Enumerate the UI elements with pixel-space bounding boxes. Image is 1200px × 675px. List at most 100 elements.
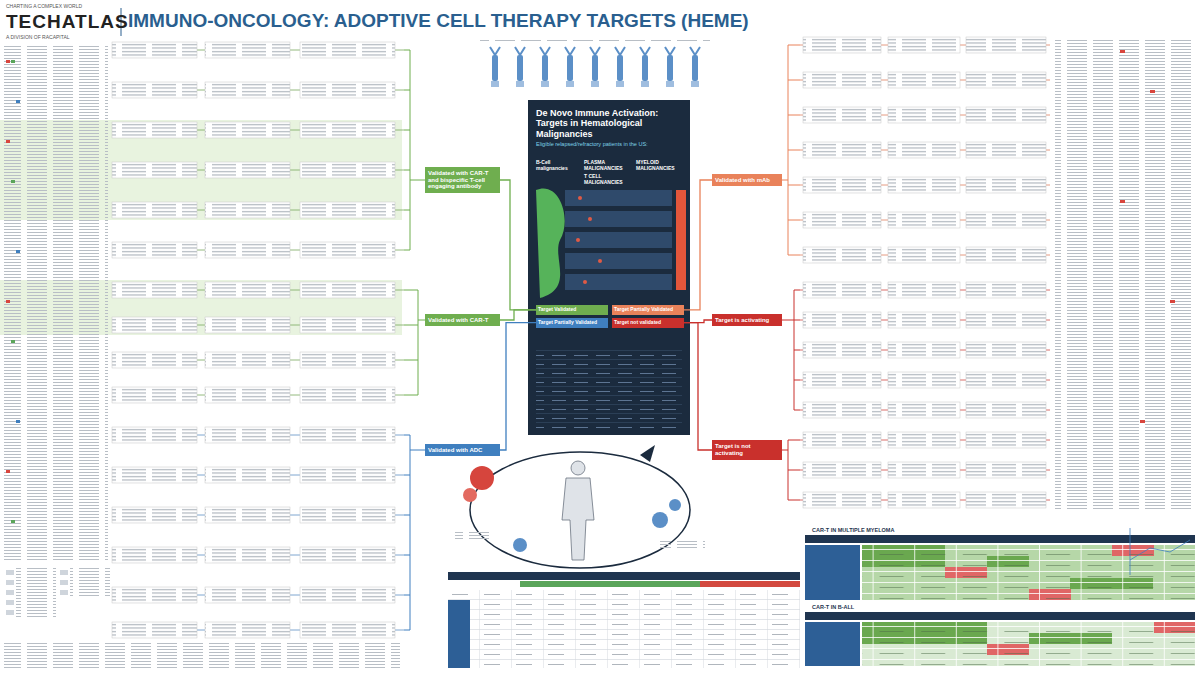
category-box: Target is not activating — [712, 440, 782, 460]
node-heading: Validated with CAR-T — [428, 317, 497, 324]
decoration — [6, 470, 10, 473]
decoration — [1120, 50, 1125, 53]
decoration — [565, 253, 672, 269]
decoration — [800, 72, 1050, 88]
decoration — [800, 107, 1050, 123]
legend-box: Target Validated — [536, 305, 608, 315]
decoration — [6, 60, 10, 63]
panel-label: PLASMA MALIGNANCIES — [584, 160, 632, 172]
brand-sub: A DIVISION OF RACAPITAL — [6, 35, 70, 41]
decoration — [404, 50, 425, 250]
panel-label: T CELL MALIGNANCIES — [584, 174, 632, 186]
connector — [500, 310, 536, 320]
decoration — [112, 242, 404, 258]
decoration — [470, 452, 690, 568]
decoration — [16, 250, 20, 253]
decoration — [571, 461, 585, 475]
decoration — [448, 600, 470, 668]
decoration — [515, 47, 525, 87]
decoration — [800, 342, 1050, 358]
decoration — [6, 580, 14, 585]
decoration — [782, 440, 800, 500]
decoration — [1120, 200, 1125, 203]
decoration — [1055, 40, 1195, 510]
legend-box: Target Partially Validated — [536, 318, 608, 328]
decoration — [463, 488, 477, 502]
decoration — [112, 467, 404, 483]
decoration — [1140, 420, 1145, 423]
table-title: CAR-T IN MULTIPLE MYELOMA — [812, 527, 894, 533]
decoration — [565, 274, 672, 290]
connector — [500, 323, 536, 450]
decoration — [490, 47, 500, 87]
decoration — [528, 100, 690, 435]
decoration — [862, 545, 1195, 600]
decoration — [652, 512, 668, 528]
decoration — [112, 42, 404, 58]
decoration — [448, 590, 800, 668]
decoration — [112, 427, 404, 443]
decoration — [800, 432, 1050, 448]
node-heading: Target is not activating — [715, 443, 779, 457]
decoration — [16, 568, 56, 618]
decoration — [665, 47, 675, 87]
node-heading: Target is activating — [715, 317, 779, 324]
decoration — [565, 190, 672, 206]
decoration — [805, 612, 1195, 620]
decoration — [1120, 50, 1175, 423]
decoration — [800, 492, 1050, 508]
decoration — [1170, 300, 1175, 303]
decoration — [640, 47, 650, 87]
decoration — [520, 581, 700, 587]
decoration — [455, 530, 495, 540]
panel-label: B-Cell malignancies — [536, 160, 580, 172]
decoration — [112, 387, 404, 403]
table-title: CAR-T IN B-ALL — [812, 604, 854, 610]
decoration — [676, 190, 686, 290]
connector — [684, 180, 712, 310]
decoration — [112, 82, 404, 98]
category-box: Validated with CAR-T and bispecific T-ce… — [425, 167, 500, 194]
decoration — [1150, 90, 1155, 93]
decoration — [690, 47, 700, 87]
decoration — [536, 348, 682, 428]
decoration — [800, 142, 1050, 158]
node-heading: De Novo Immune Activation: Targets in He… — [536, 108, 682, 139]
decoration — [800, 462, 1050, 478]
decoration — [800, 247, 1050, 263]
decoration — [11, 520, 15, 523]
decoration — [782, 45, 800, 255]
decoration — [11, 60, 15, 63]
decoration — [862, 545, 1195, 600]
decoration — [11, 60, 15, 523]
decoration — [112, 547, 404, 563]
decoration — [800, 177, 1050, 193]
decoration — [112, 162, 404, 178]
panel-label: MYELOID MALIGNANCIES — [636, 160, 684, 172]
tagline: CHARTING A COMPLEX WORLD — [6, 4, 82, 10]
node-heading: Target Partially Validated — [614, 307, 682, 313]
connector — [500, 180, 536, 310]
decoration — [513, 538, 527, 552]
decoration — [6, 610, 14, 615]
decoration — [805, 535, 1195, 543]
decoration — [583, 280, 587, 284]
decoration — [4, 642, 400, 668]
connector — [684, 323, 712, 450]
decoration — [805, 622, 860, 666]
decoration — [60, 590, 68, 595]
decoration — [4, 44, 108, 562]
decoration — [800, 312, 1050, 328]
decoration — [800, 282, 1050, 298]
decoration — [805, 545, 860, 600]
legend-box: Target Partially Validated — [612, 305, 684, 315]
decoration — [862, 622, 1195, 666]
decoration — [60, 580, 68, 585]
decoration — [112, 317, 404, 333]
decoration — [11, 180, 15, 183]
category-box: Validated with mAb — [712, 174, 782, 187]
category-box: Validated with CAR-T — [425, 314, 500, 327]
decoration — [480, 38, 710, 42]
